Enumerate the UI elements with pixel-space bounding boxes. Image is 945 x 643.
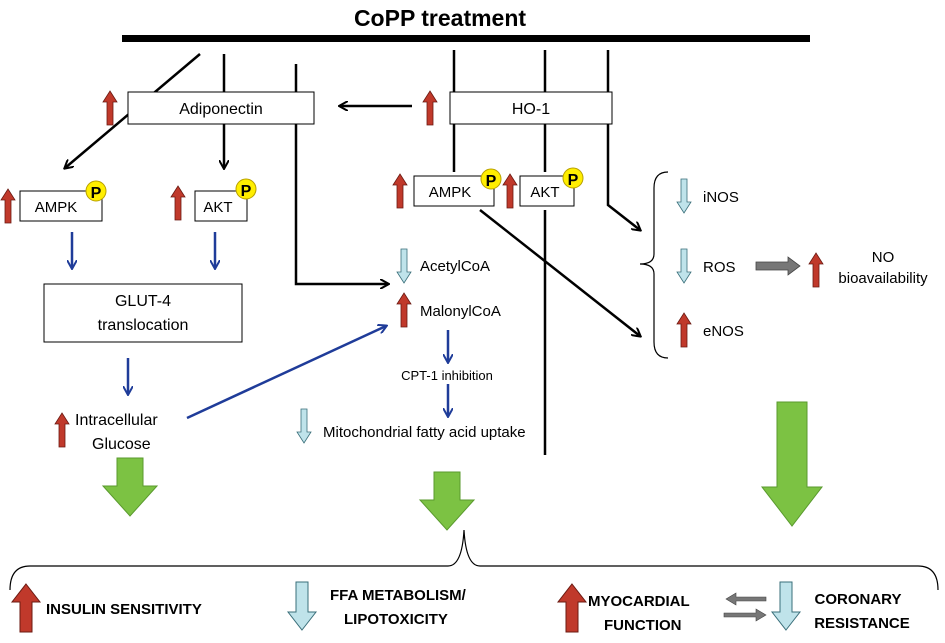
nos-bracket [639, 171, 669, 359]
glucose-label-line1: Intracellular [75, 412, 158, 429]
green-arrow-right [761, 401, 823, 527]
ho1-label: HO-1 [512, 101, 550, 118]
ros-label: ROS [703, 259, 736, 276]
outcome-bracket [9, 529, 939, 591]
green-arrow-middle [419, 471, 475, 531]
akt-left-label: AKT [203, 199, 232, 216]
ampk-left-up-arrow [0, 188, 16, 224]
blue-arrow-glucose-to-malonylcoa [186, 326, 386, 420]
mito-label: Mitochondrial fatty acid uptake [323, 424, 526, 441]
acetylcoa-down-arrow [396, 248, 412, 284]
arrow-to-nos-bracket [606, 122, 640, 230]
phospho-label-akt-mid: P [568, 172, 579, 189]
inos-down-arrow [676, 178, 692, 214]
ho1-box [449, 91, 613, 125]
phospho-label-ampk-mid: P [486, 173, 497, 190]
glut4-box [43, 283, 243, 343]
green-arrow-left [102, 457, 158, 517]
cpt1-label: CPT-1 inhibition [401, 368, 493, 383]
blue-connectors [72, 232, 448, 420]
phospho-badge-ampk-mid [480, 168, 502, 190]
coronary-label-line2: RESISTANCE [814, 615, 910, 632]
ampk-left-label: AMPK [35, 199, 78, 216]
no-up-arrow [808, 252, 824, 288]
coronary-label-line1: CORONARY [815, 591, 902, 608]
arrow-to-acetylcoa [294, 64, 388, 284]
black-connectors [65, 50, 640, 455]
glucose-up-arrow [54, 412, 70, 448]
glut4-label-line2: translocation [98, 317, 189, 334]
acetylcoa-label: AcetylCoA [420, 258, 490, 275]
ampk-mid-box [413, 175, 495, 207]
glut4-label-line1: GLUT-4 [115, 293, 171, 310]
inos-label: iNOS [703, 189, 739, 206]
phospho-label-akt-left: P [241, 183, 252, 200]
myocardial-label-line2: FUNCTION [604, 617, 682, 634]
akt-left-up-arrow [170, 185, 186, 221]
ho1-up-arrow [422, 90, 438, 126]
phospho-label-ampk-left: P [91, 185, 102, 202]
grey-arrow-ros-to-no [755, 256, 801, 276]
adiponectin-up-arrow [102, 90, 118, 126]
phospho-badge-akt-mid [562, 167, 584, 189]
mito-down-arrow [296, 408, 312, 444]
enos-label: eNOS [703, 323, 744, 340]
arrow-ampk-to-enos [479, 209, 640, 336]
ffa-down-arrow [287, 581, 317, 631]
ampk-mid-up-arrow [392, 173, 408, 209]
phospho-badge-akt-left [235, 178, 257, 200]
ampk-mid-label: AMPK [429, 184, 472, 201]
ffa-label-line1: FFA METABOLISM/ [330, 587, 467, 604]
malonylcoa-label: MalonylCoA [420, 303, 501, 320]
malonylcoa-up-arrow [396, 292, 412, 328]
insulin-up-arrow [11, 583, 41, 633]
myocardial-label-line1: MYOCARDIAL [588, 593, 690, 610]
akt-mid-label: AKT [530, 184, 559, 201]
ffa-label-line2: LIPOTOXICITY [344, 611, 448, 628]
myocardial-up-arrow [557, 583, 587, 633]
enos-up-arrow [676, 312, 692, 348]
akt-mid-up-arrow [502, 173, 518, 209]
insulin-label: INSULIN SENSITIVITY [46, 601, 202, 618]
no-label-line2: bioavailability [838, 270, 928, 287]
grey-arrow-to-coronary [723, 608, 767, 622]
no-label-line1: NO [872, 249, 895, 266]
title: CoPP treatment [354, 5, 526, 31]
ros-down-arrow [676, 248, 692, 284]
grey-arrow-to-myocardial [725, 592, 767, 606]
glucose-label-line2: Glucose [92, 436, 151, 453]
adiponectin-label: Adiponectin [179, 101, 263, 118]
phospho-badge-ampk-left [85, 180, 107, 202]
adiponectin-box [127, 91, 315, 125]
treatment-bar [122, 35, 810, 42]
coronary-down-arrow [771, 581, 801, 631]
